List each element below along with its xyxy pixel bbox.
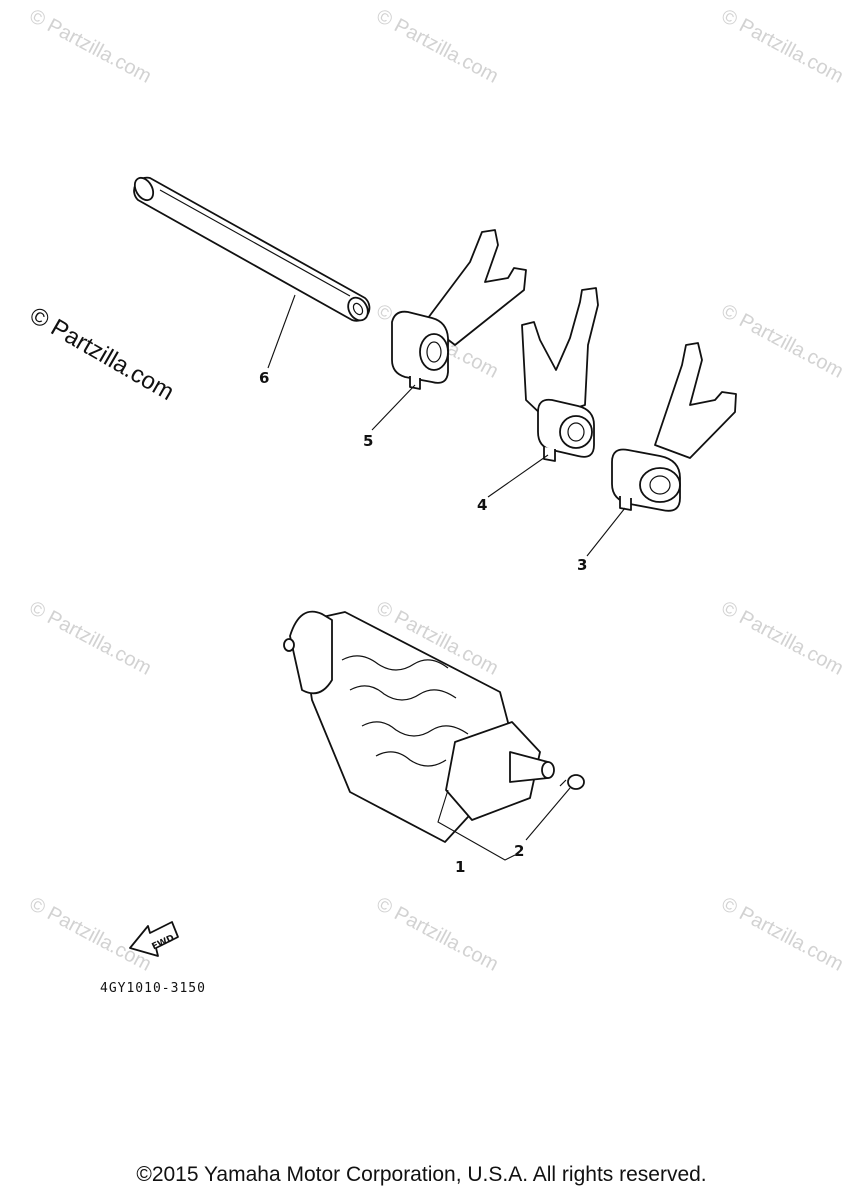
parts-diagram: © Partzilla.com © Partzilla.com © Partzi… bbox=[25, 5, 843, 996]
watermark: © Partzilla.com bbox=[26, 893, 155, 976]
callout-2: 2 bbox=[514, 842, 524, 860]
watermark: © Partzilla.com bbox=[718, 893, 843, 976]
callout-3: 3 bbox=[577, 556, 587, 574]
leader-lines bbox=[267, 294, 626, 861]
diagram-code: 4GY1010-3150 bbox=[100, 981, 206, 996]
watermark: © Partzilla.com bbox=[373, 893, 502, 976]
callout-5: 5 bbox=[363, 432, 373, 450]
part-1-shift-drum bbox=[283, 610, 555, 843]
watermark: © Partzilla.com bbox=[718, 597, 843, 680]
watermark: © Partzilla.com bbox=[26, 5, 155, 88]
watermark-prominent: © Partzilla.com bbox=[25, 302, 179, 406]
part-2-pin bbox=[559, 774, 585, 790]
copyright-notice: ©2015 Yamaha Motor Corporation, U.S.A. A… bbox=[136, 1163, 707, 1186]
watermark: © Partzilla.com bbox=[718, 300, 843, 383]
watermark: © Partzilla.com bbox=[26, 597, 155, 680]
part-6-guide-bar bbox=[133, 176, 371, 322]
part-4-shift-fork bbox=[521, 287, 599, 462]
watermark: © Partzilla.com bbox=[373, 5, 502, 88]
watermark: © Partzilla.com bbox=[718, 5, 843, 88]
part-5-shift-fork bbox=[391, 229, 527, 390]
callout-4: 4 bbox=[477, 496, 487, 514]
fwd-arrow-icon: FWD bbox=[129, 921, 179, 957]
part-3-shift-fork bbox=[611, 342, 737, 512]
callout-1: 1 bbox=[455, 858, 465, 876]
callout-6: 6 bbox=[259, 369, 269, 387]
